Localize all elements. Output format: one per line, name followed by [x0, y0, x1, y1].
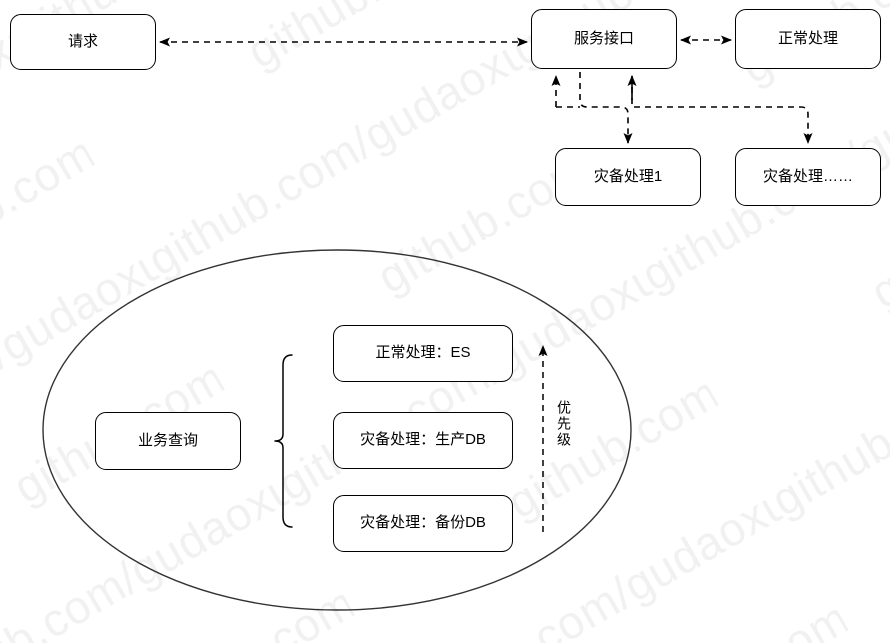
node-business-query-label: 业务查询: [137, 431, 198, 449]
node-normal-process[interactable]: 正常处理: [735, 9, 881, 69]
node-dr-process-1-label: 灾备处理1: [593, 167, 663, 185]
node-option-backup-db-label: 灾备处理：备份DB: [360, 514, 486, 532]
node-option-es[interactable]: 正常处理：ES: [333, 325, 513, 382]
node-dr-process-1[interactable]: 灾备处理1: [555, 148, 701, 206]
node-business-query[interactable]: 业务查询: [95, 412, 241, 470]
node-dr-process-n-label: 灾备处理……: [762, 167, 853, 185]
priority-axis-label: 优先级: [556, 400, 572, 448]
option-brace: [274, 354, 293, 528]
edge-service-drn-down: [631, 76, 813, 144]
node-service-interface-label: 服务接口: [573, 29, 634, 47]
node-option-prod-db[interactable]: 灾备处理：生产DB: [333, 412, 513, 469]
node-service-interface[interactable]: 服务接口: [531, 9, 677, 69]
node-option-backup-db[interactable]: 灾备处理：备份DB: [333, 495, 513, 552]
node-dr-process-n[interactable]: 灾备处理……: [735, 148, 881, 206]
node-normal-process-label: 正常处理: [777, 29, 838, 47]
edge-service-dr1-down: [579, 72, 633, 144]
node-request[interactable]: 请求: [10, 14, 156, 70]
node-option-prod-db-label: 灾备处理：生产DB: [360, 431, 486, 449]
node-option-es-label: 正常处理：ES: [375, 344, 471, 362]
node-request-label: 请求: [67, 32, 98, 50]
detail-group-ellipse: [42, 249, 632, 611]
